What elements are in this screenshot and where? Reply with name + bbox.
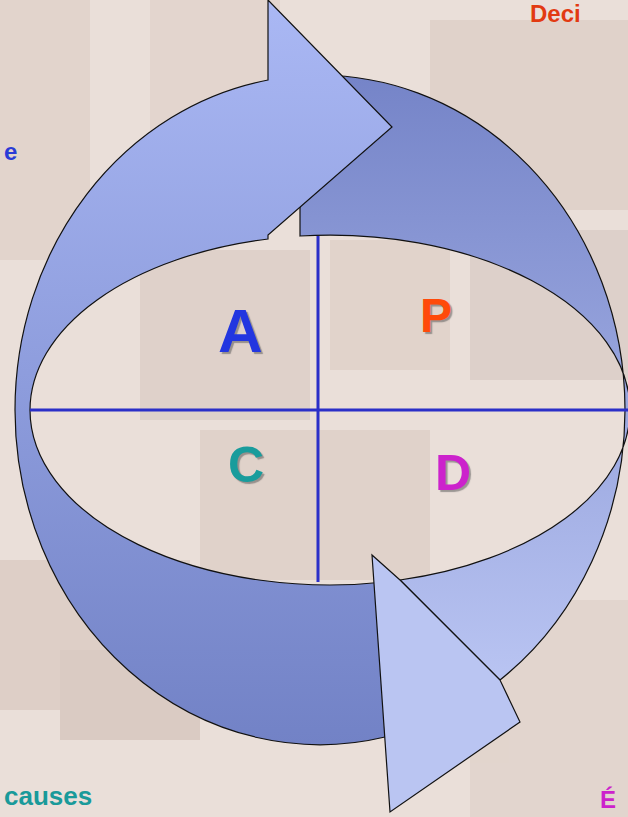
phase-letter: D — [435, 448, 471, 498]
cropped-label: Deci — [530, 2, 581, 26]
axis-line — [30, 409, 628, 412]
cropped-label: causes — [4, 783, 92, 809]
phase-letter: P — [420, 292, 452, 340]
phase-letter: A — [218, 300, 263, 362]
cropped-label: e — [4, 140, 17, 164]
cropped-label: É — [600, 788, 616, 812]
arrow-left-arc — [15, 0, 392, 745]
phase-letter: C — [228, 440, 264, 490]
arrow-right-head — [372, 555, 520, 812]
